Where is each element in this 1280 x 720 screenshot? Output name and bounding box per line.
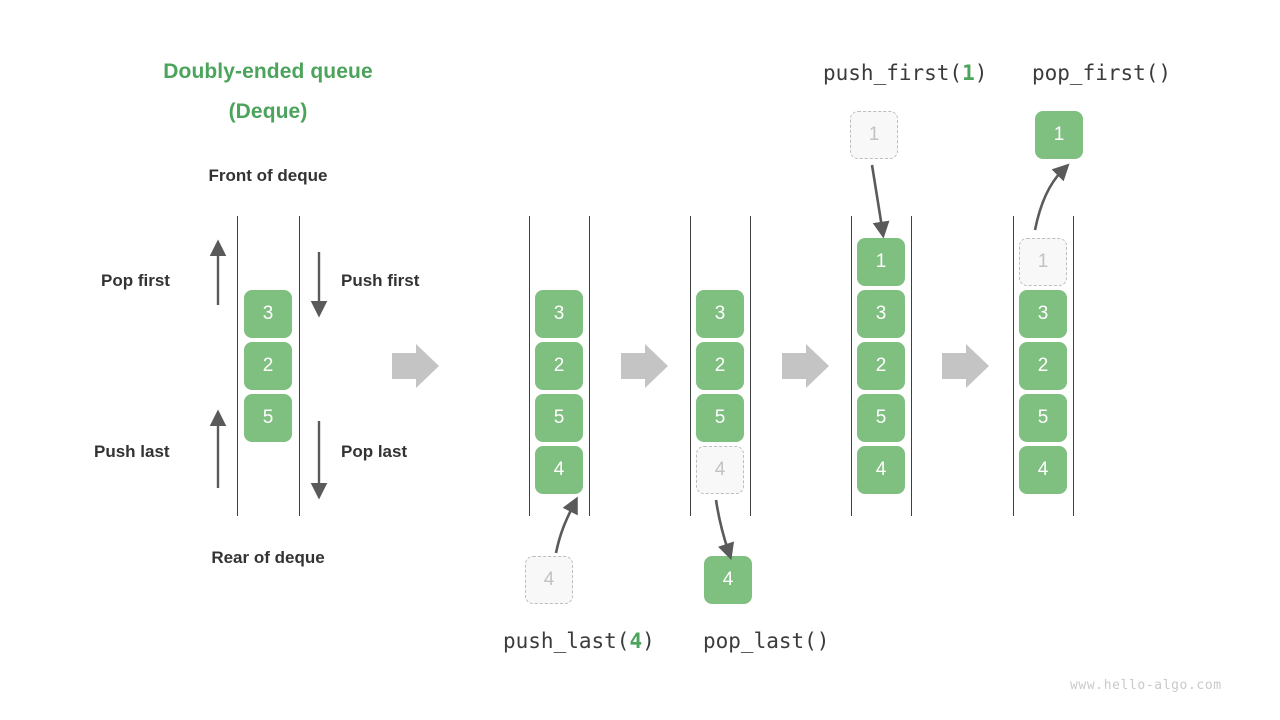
pop-first-motion-arrow-icon [1033,163,1070,231]
stage-push-first-box: 2 [857,342,905,390]
stage-push-first-box: 1 [857,238,905,286]
stage-push-last-rail-right [589,216,591,516]
stage-pop-last-ghost-box: 4 [696,446,744,494]
diagram-title-line1: Doubly-ended queue [163,60,373,83]
diagram-title-line2: (Deque) [228,100,308,123]
push-last-motion-arrow-icon [554,496,578,554]
push-last-label: Push last [94,442,170,461]
stage-pop-last-box: 2 [696,342,744,390]
push-first-motion-arrow-icon [870,164,890,239]
stage-push-last-rail-left [529,216,531,516]
stage-push-first-box: 3 [857,290,905,338]
stage-pop-first-box: 2 [1019,342,1067,390]
pop-first-label: Pop first [101,271,170,290]
stage-pop-first-box: 4 [1019,446,1067,494]
stage-initial-box: 5 [244,394,292,442]
stage-push-first-box: 5 [857,394,905,442]
front-of-deque-label: Front of deque [208,166,328,185]
stage-pop-first-box: 5 [1019,394,1067,442]
watermark: www.hello-algo.com [1070,678,1222,693]
stage-initial-rail-right [299,216,301,516]
stage-push-first-box: 4 [857,446,905,494]
stage-pop-first-box: 3 [1019,290,1067,338]
push-last-operation-label: push_last(4) [503,629,655,653]
push-first-op-arg: 1 [962,61,975,85]
pop-first-outgoing-box: 1 [1035,111,1083,159]
stage-push-last-box: 5 [535,394,583,442]
push-first-op-close: ) [974,61,988,85]
flow-block-arrow-1 [392,344,439,388]
push-first-operation-label: push_first(1) [823,61,987,85]
push-last-op-name: push_last( [503,629,630,653]
stage-push-first-rail-right [911,216,913,516]
stage-initial-rail-left [237,216,239,516]
stage-push-last-box: 2 [535,342,583,390]
push-first-op-name: push_first( [823,61,963,85]
pop-last-outgoing-box: 4 [704,556,752,604]
push-first-label: Push first [341,271,420,290]
pop-last-motion-arrow-icon [714,499,735,561]
stage-pop-last-rail-left [690,216,692,516]
flow-block-arrow-3 [782,344,829,388]
push-first-incoming-ghost-box: 1 [850,111,898,159]
stage-push-first-rail-left [851,216,853,516]
push-last-op-close: ) [642,629,655,653]
stage-pop-first-rail-right [1073,216,1075,516]
stage-pop-last-rail-right [750,216,752,516]
push-last-op-arg: 4 [629,629,643,653]
stage-pop-last-box: 5 [696,394,744,442]
stage-pop-first-rail-left [1013,216,1015,516]
pop-last-operation-label: pop_last() [703,629,830,653]
push-last-incoming-ghost-box: 4 [525,556,573,604]
pop-first-operation-label: pop_first() [1032,61,1172,85]
stage-pop-first-ghost-box: 1 [1019,238,1067,286]
pop-last-label: Pop last [341,442,408,461]
stage-push-last-box: 3 [535,290,583,338]
flow-block-arrow-2 [621,344,668,388]
rear-of-deque-label: Rear of deque [211,548,325,567]
stage-initial-box: 2 [244,342,292,390]
stage-initial-box: 3 [244,290,292,338]
stage-push-last-box: 4 [535,446,583,494]
stage-pop-last-box: 3 [696,290,744,338]
flow-block-arrow-4 [942,344,989,388]
